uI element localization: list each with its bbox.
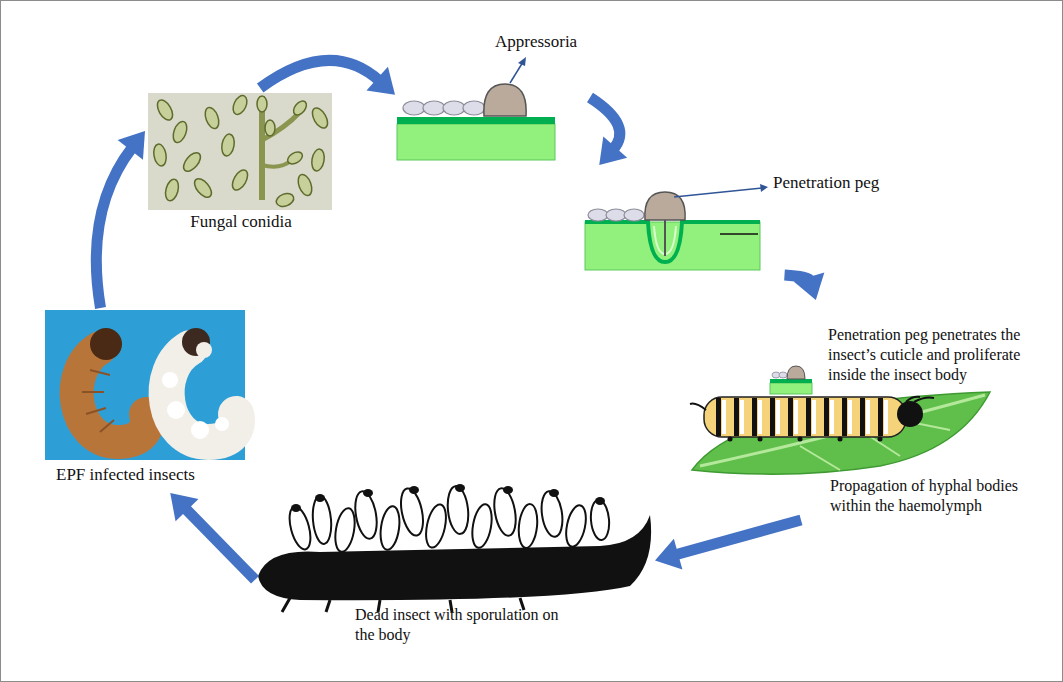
arrow-head [794,272,825,300]
stage-label: Penetration peg [773,173,903,193]
appressoria-drawing [397,57,555,160]
stage-label: Dead insect with sporulation on the body [355,605,575,645]
stage-label: Appressoria [495,32,587,52]
stage-label: Propagation of hyphal bodies within the … [830,476,1055,516]
cycle-arrow [185,508,255,580]
stage-node: Penetration peg [583,165,908,275]
stage-label: EPF infected insects [56,465,261,485]
stage-node: EPF infected insects [42,308,267,493]
infected-insects-photo [45,310,245,460]
cycle-arrow [675,520,801,555]
dead-insect-drawing [258,484,651,612]
arrow-head [118,131,145,160]
cycle-arrow [96,147,132,308]
penetration-peg-drawing [585,184,768,270]
stage-label: Penetration peg penetrates the insect’s … [828,325,1053,385]
stage-node: Fungal conidia [145,88,337,236]
stage-node: Appressoria [395,30,590,165]
conidia-photo [148,93,332,210]
arrow-head [655,539,682,570]
arrow-head [599,136,627,165]
arrow-head [366,67,395,95]
stage-label: Fungal conidia [145,212,337,232]
arrow-head [170,493,198,521]
cycle-arrow [260,60,380,88]
stage-node: Penetration peg penetrates the insect’s … [690,300,1060,520]
stage-node: Dead insect with sporulation on the body [255,480,655,655]
